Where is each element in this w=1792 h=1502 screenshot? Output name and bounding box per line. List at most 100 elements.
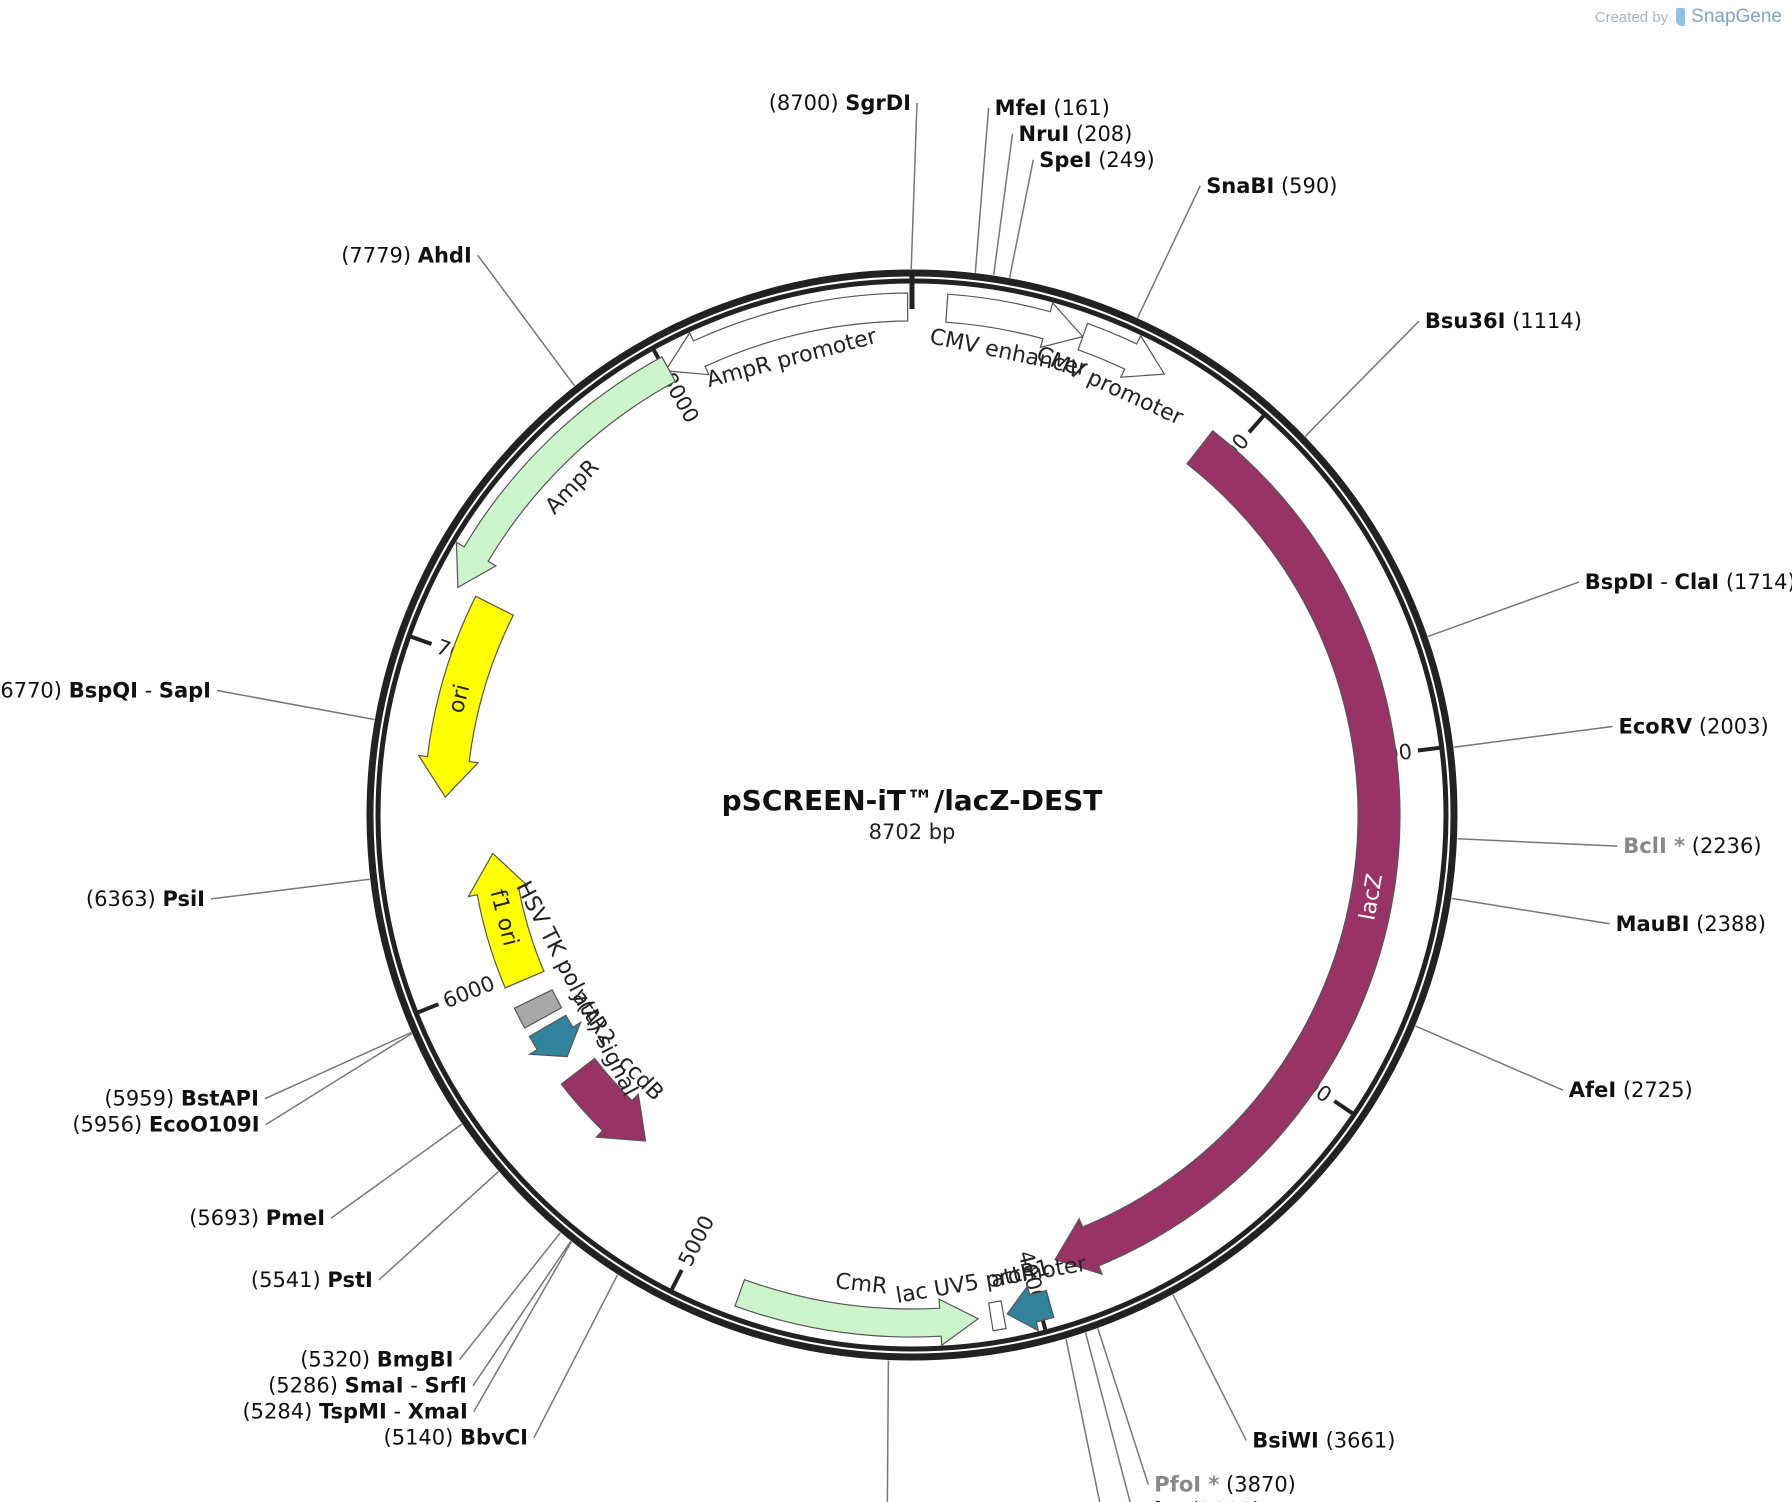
credit-brand: SnapGene: [1691, 6, 1782, 27]
site-separator: [338, 1374, 345, 1398]
restriction-site[interactable]: SnaBI (590): [1206, 174, 1337, 198]
site-enzyme-name: AhdI: [418, 243, 472, 267]
site-enzyme-name: AfeI: [1569, 1078, 1616, 1102]
site-enzyme-name: SnaBI: [1206, 174, 1274, 198]
feature-lacz[interactable]: [1054, 429, 1401, 1276]
site-enzyme-name: PstI: [327, 1268, 372, 1292]
site-leader-line: [533, 1274, 619, 1439]
feature-label-cmr: CmR: [834, 1269, 888, 1299]
site-separator: [1047, 96, 1054, 120]
feature-ampr-promoter[interactable]: [664, 292, 909, 376]
restriction-site[interactable]: NruI (208): [1019, 122, 1133, 146]
site-position: (3903): [1191, 1499, 1261, 1502]
plasmid-backbone: [366, 269, 1458, 1361]
feature-cmv-promoter[interactable]: [1077, 322, 1166, 378]
site-position: (8700): [769, 91, 839, 115]
site-enzyme-name: Bsu36I: [1425, 309, 1506, 333]
feature-cmr[interactable]: [734, 1278, 980, 1347]
site-position: (7779): [341, 243, 411, 267]
plasmid-name: pSCREEN-iT™/lacZ-DEST: [721, 784, 1103, 817]
site-enzyme-name: BspDI: [1585, 570, 1654, 594]
site-position: (5140): [384, 1426, 454, 1450]
site-separator: [156, 887, 163, 911]
site-separator: [1274, 174, 1281, 198]
restriction-site[interactable]: (5320) BmgBI: [300, 1348, 453, 1372]
site-leader-line: [1084, 1332, 1131, 1502]
site-leader-line: [472, 1240, 572, 1387]
site-position: (5959): [104, 1087, 174, 1111]
restriction-site[interactable]: BlpI (3903): [1138, 1499, 1261, 1502]
restriction-site[interactable]: SpeI (249): [1039, 148, 1154, 172]
restriction-site[interactable]: MauBI (2388): [1616, 912, 1766, 936]
site-leader-line: [974, 107, 990, 273]
restriction-site[interactable]: (7779) AhdI: [341, 243, 472, 267]
restriction-site[interactable]: (5286) SmaI - SrfI: [268, 1374, 467, 1398]
site-enzyme-name: TspMI: [319, 1400, 387, 1424]
site-enzyme-name: PfoI *: [1154, 1473, 1219, 1497]
feature-attr2[interactable]: [527, 1014, 582, 1058]
site-position: (5956): [72, 1113, 142, 1137]
site-separator: [453, 1426, 460, 1450]
tick-label: 6000: [440, 971, 499, 1013]
restriction-site[interactable]: (6363) PsiI: [86, 887, 205, 911]
restriction-site[interactable]: BclI * (2236): [1623, 834, 1761, 858]
feature-cmv-enhancer[interactable]: [945, 293, 1084, 349]
restriction-site[interactable]: EcoRV (2003): [1619, 715, 1769, 739]
site-enzyme-name: BsiWI: [1252, 1428, 1319, 1452]
site-leader-line: [1172, 1294, 1247, 1441]
site-enzyme-name: BspQI: [69, 679, 138, 703]
feature-label-lac-uv5-promoter: lac UV5 promoter: [894, 1252, 1089, 1309]
site-leader-line: [1427, 581, 1580, 638]
restriction-site[interactable]: (5959) BstAPI: [104, 1087, 259, 1111]
site-separator: [1184, 1499, 1191, 1502]
site-separator: [62, 679, 69, 703]
feature-label-attr2: attR2: [567, 986, 620, 1050]
restriction-site[interactable]: AfeI (2725): [1569, 1078, 1693, 1102]
restriction-site[interactable]: Bsu36I (1114): [1425, 309, 1582, 333]
site-leader-line: [910, 102, 918, 270]
site-leader-line: [1097, 1328, 1150, 1485]
site-position: (590): [1281, 174, 1337, 198]
site-leader-line: [1136, 185, 1201, 319]
feature-lac-uv5-promoter[interactable]: [988, 1300, 1007, 1332]
site-enzyme-name: MauBI: [1616, 912, 1690, 936]
restriction-sites: (8700) SgrDI MfeI (161)NruI (208)SpeI (24…: [0, 91, 1792, 1502]
tick-mark: [1247, 414, 1266, 434]
site-separator: [839, 91, 846, 115]
site-leader-line: [992, 133, 1014, 276]
site-enzyme-name: MfeI: [995, 96, 1047, 120]
feature-f1-ori[interactable]: [467, 852, 545, 989]
feature-ccdb[interactable]: [560, 1057, 647, 1142]
restriction-site[interactable]: (5284) TspMI - XmaI: [242, 1400, 467, 1424]
site-position: (3661): [1326, 1428, 1396, 1452]
restriction-site[interactable]: MfeI (161): [995, 96, 1110, 120]
site-enzyme-name: BstAPI: [181, 1087, 259, 1111]
restriction-site[interactable]: (5140) BbvCI: [384, 1426, 528, 1450]
site-enzyme-name: ClaI: [1675, 570, 1720, 594]
feature-hsv-tk-poly-a-signal[interactable]: [513, 988, 563, 1029]
site-separator: -: [138, 679, 159, 703]
restriction-site[interactable]: (6770) BspQI - SapI: [0, 679, 211, 703]
site-enzyme-name: BbvCI: [460, 1426, 528, 1450]
restriction-site[interactable]: BsiWI (3661): [1252, 1428, 1395, 1452]
feature-ori[interactable]: [417, 595, 515, 798]
site-leader-line: [265, 1032, 413, 1126]
restriction-site[interactable]: (5541) PstI: [251, 1268, 373, 1292]
restriction-site[interactable]: (8700) SgrDI: [769, 91, 911, 115]
site-separator: [259, 1206, 266, 1230]
restriction-site[interactable]: BspDI - ClaI (1714): [1585, 570, 1792, 594]
site-position: (2388): [1696, 912, 1766, 936]
feature-arrows: [417, 292, 1401, 1347]
site-separator: [312, 1400, 319, 1424]
site-enzyme-name: SapI: [159, 679, 211, 703]
site-leader-line: [1415, 1025, 1563, 1091]
restriction-site[interactable]: PfoI * (3870): [1154, 1473, 1296, 1497]
restriction-site[interactable]: (5956) EcoO109I: [72, 1113, 259, 1137]
site-leader-line: [886, 1360, 890, 1502]
site-separator: [1092, 148, 1099, 172]
site-separator: [321, 1268, 328, 1292]
restriction-site[interactable]: (5693) PmeI: [189, 1206, 325, 1230]
feature-ampr[interactable]: [455, 355, 677, 589]
feature-attr1[interactable]: [1006, 1284, 1055, 1332]
